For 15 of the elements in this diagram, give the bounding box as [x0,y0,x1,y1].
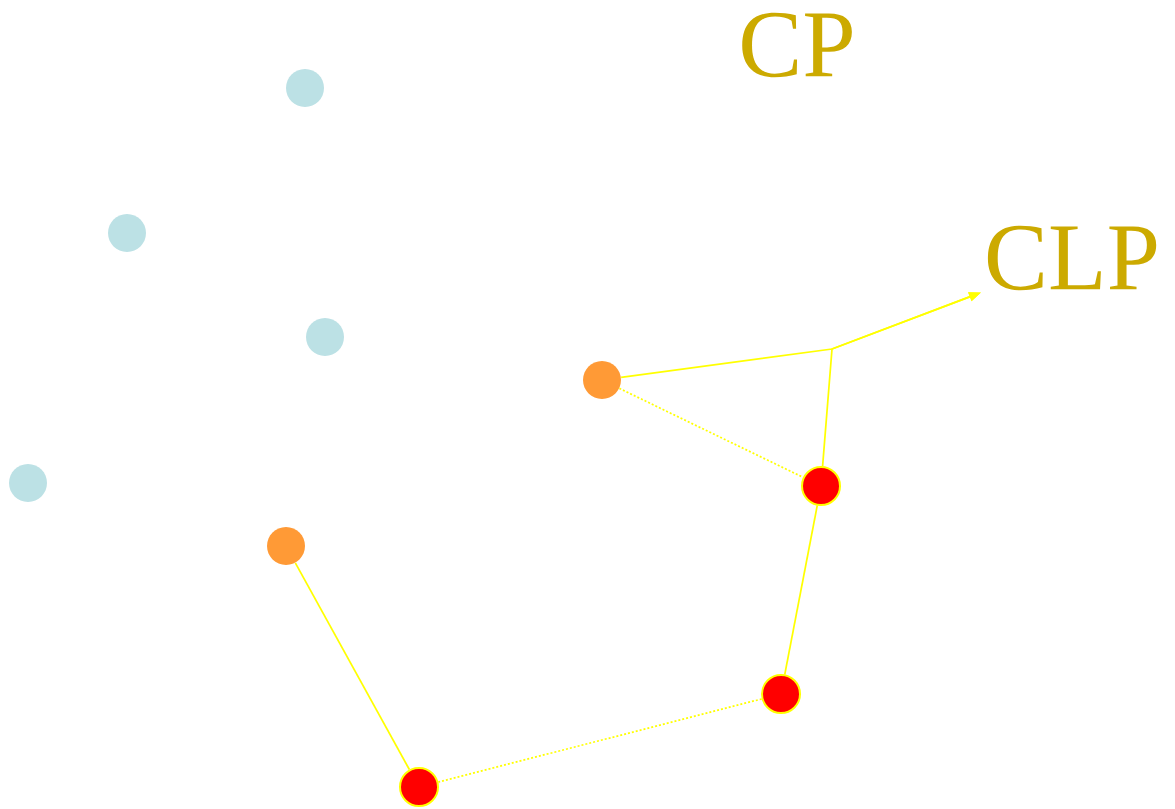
circle-node [583,361,621,399]
dotted-line [618,387,804,479]
heading-label: CP [742,12,852,78]
circle-node [267,527,305,565]
circle-node [108,214,146,252]
connector-line [294,562,411,771]
node-label: CLP [987,225,1157,291]
circle-node [306,318,344,356]
connector-line [783,504,819,676]
circle-node [399,767,439,807]
circle-node [286,69,324,107]
circle-node [801,466,841,506]
circle-node [9,464,47,502]
dotted-line [437,698,763,783]
circle-node [761,674,801,714]
